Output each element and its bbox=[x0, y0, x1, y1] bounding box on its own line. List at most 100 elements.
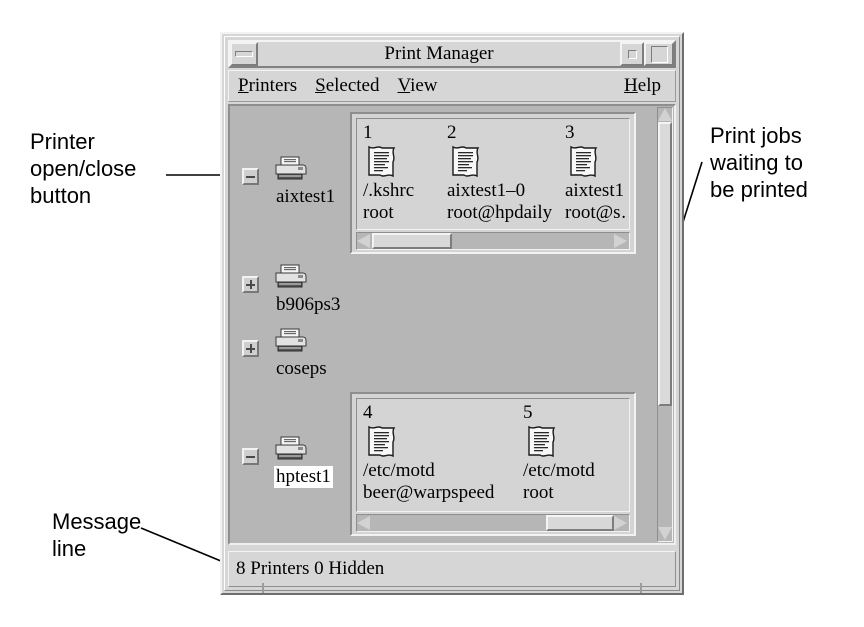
job-item[interactable]: 1 /.k bbox=[363, 123, 513, 224]
plus-icon bbox=[246, 280, 255, 289]
job-number: 2 bbox=[447, 122, 457, 143]
menu-bar: Printers Selected View Help bbox=[228, 70, 676, 102]
document-icon bbox=[567, 145, 601, 179]
printer-col-coseps: coseps bbox=[274, 328, 329, 380]
plus-icon bbox=[246, 344, 255, 353]
window-minimize-button[interactable] bbox=[230, 42, 258, 66]
job-owner: root bbox=[363, 202, 394, 223]
job-title: aixtest1–0 bbox=[447, 180, 526, 201]
printer-toggle-coseps[interactable] bbox=[242, 340, 259, 357]
annotation-printer-toggle: Printer open/close button bbox=[30, 129, 137, 208]
printer-toggle-aixtest1[interactable] bbox=[242, 168, 259, 185]
job-owner: root bbox=[523, 482, 554, 503]
work-area-vscrollbar[interactable] bbox=[657, 107, 673, 542]
printer-col-hptest1: hptest1 bbox=[274, 436, 333, 488]
job-title: /.kshrc bbox=[363, 180, 415, 201]
window-frame-inner bbox=[224, 36, 680, 591]
job-item[interactable]: 3 aix bbox=[565, 122, 629, 224]
printer-col-b906ps3: b906ps3 bbox=[274, 264, 342, 316]
window-title: Print Manager bbox=[384, 43, 494, 64]
menu-selected[interactable]: Selected bbox=[306, 73, 388, 99]
menu-view[interactable]: View bbox=[389, 73, 447, 99]
printer-icon bbox=[274, 328, 308, 354]
job-view-hptest1: 4 /et bbox=[356, 398, 630, 512]
restore-icon bbox=[627, 49, 637, 59]
vscroll-thumb[interactable] bbox=[658, 122, 672, 406]
annotation-message-line: Message line bbox=[52, 509, 142, 561]
scroll-left-arrow-icon[interactable] bbox=[357, 233, 372, 249]
annotation-print-jobs: Print jobs waiting to be printed bbox=[710, 123, 808, 202]
title-bar: Print Manager bbox=[228, 40, 676, 68]
menu-printers-rest: rinters bbox=[248, 75, 298, 96]
work-area: aixtest1 bbox=[228, 104, 676, 545]
job-title: /etc/motd bbox=[523, 460, 595, 481]
menu-view-mnemonic: V bbox=[397, 75, 411, 96]
job-panel-hscrollbar-aixtest1[interactable] bbox=[356, 232, 630, 250]
printer-label-hptest1[interactable]: hptest1 bbox=[274, 466, 333, 488]
hscroll-thumb[interactable] bbox=[546, 515, 614, 531]
hscroll-trough[interactable] bbox=[372, 515, 614, 531]
scroll-right-arrow-icon[interactable] bbox=[614, 233, 629, 249]
job-number: 3 bbox=[565, 122, 575, 143]
printer-col-aixtest1: aixtest1 bbox=[274, 156, 337, 208]
printer-label-b906ps3[interactable]: b906ps3 bbox=[276, 294, 341, 315]
printer-canvas: aixtest1 bbox=[230, 106, 656, 543]
printer-icon bbox=[274, 156, 308, 182]
job-item[interactable]: 4 /et bbox=[363, 403, 513, 504]
document-icon bbox=[525, 425, 559, 459]
menu-printers[interactable]: Printers bbox=[229, 73, 306, 99]
document-icon bbox=[365, 425, 399, 459]
menu-help-rest: elp bbox=[637, 75, 661, 96]
document-icon bbox=[365, 145, 399, 179]
scroll-right-arrow-icon[interactable] bbox=[614, 515, 629, 531]
hscroll-trough[interactable] bbox=[372, 233, 614, 249]
printer-icon bbox=[274, 436, 308, 462]
printer-icon bbox=[274, 264, 308, 290]
job-title: aixtest1 bbox=[565, 180, 625, 201]
printer-toggle-hptest1[interactable] bbox=[242, 448, 259, 465]
scroll-down-arrow-icon[interactable] bbox=[658, 527, 672, 541]
job-panel-aixtest1: 1 /.k bbox=[350, 112, 636, 254]
job-title: /etc/motd bbox=[363, 460, 435, 481]
message-line-text: 8 Printers 0 Hidden bbox=[236, 558, 385, 579]
job-number: 4 bbox=[363, 402, 373, 423]
scroll-up-arrow-icon[interactable] bbox=[658, 108, 672, 122]
printer-entry-hptest1[interactable]: hptest1 bbox=[242, 436, 333, 488]
job-panel-hscrollbar-hptest1[interactable] bbox=[356, 514, 630, 532]
minus-icon bbox=[246, 455, 255, 458]
window-maximize-button[interactable] bbox=[644, 42, 674, 66]
job-item[interactable]: 2 aix bbox=[447, 123, 597, 224]
vscroll-trough[interactable] bbox=[658, 122, 672, 527]
job-view-aixtest1: 1 /.k bbox=[356, 118, 630, 230]
window-restore-button[interactable] bbox=[620, 42, 644, 66]
printer-entry-coseps[interactable]: coseps bbox=[242, 328, 329, 380]
hscroll-thumb[interactable] bbox=[372, 233, 452, 249]
menu-selected-rest: elected bbox=[325, 75, 380, 96]
menu-help[interactable]: Help bbox=[615, 73, 675, 99]
job-item[interactable]: 5 /et bbox=[523, 402, 629, 504]
message-line: 8 Printers 0 Hidden bbox=[228, 551, 676, 587]
scroll-left-arrow-icon[interactable] bbox=[357, 515, 372, 531]
printer-entry-aixtest1[interactable]: aixtest1 bbox=[242, 156, 337, 208]
job-panel-hptest1: 4 /et bbox=[350, 392, 636, 536]
minus-icon bbox=[246, 175, 255, 178]
job-owner: root@hpdaily bbox=[447, 202, 553, 223]
menu-selected-mnemonic: S bbox=[315, 75, 326, 96]
job-number: 5 bbox=[523, 402, 533, 423]
printer-label-aixtest1[interactable]: aixtest1 bbox=[276, 186, 336, 207]
resize-grip-bottom-left[interactable] bbox=[262, 583, 264, 593]
maximize-icon bbox=[650, 45, 668, 63]
document-icon bbox=[449, 145, 483, 179]
job-owner: root@s… bbox=[565, 202, 629, 223]
resize-grip-bottom-right[interactable] bbox=[640, 583, 642, 593]
print-manager-window: Print Manager Printers Selected View Hel… bbox=[220, 32, 684, 595]
menu-printers-mnemonic: P bbox=[238, 75, 249, 96]
menu-view-rest: iew bbox=[410, 75, 438, 96]
printer-label-coseps[interactable]: coseps bbox=[276, 358, 327, 379]
printer-toggle-b906ps3[interactable] bbox=[242, 276, 259, 293]
printer-entry-b906ps3[interactable]: b906ps3 bbox=[242, 264, 342, 316]
menu-help-mnemonic: H bbox=[624, 75, 638, 96]
job-owner: beer@warpspeed bbox=[363, 482, 495, 503]
job-number: 1 bbox=[363, 122, 373, 143]
minimize-icon bbox=[235, 51, 253, 57]
